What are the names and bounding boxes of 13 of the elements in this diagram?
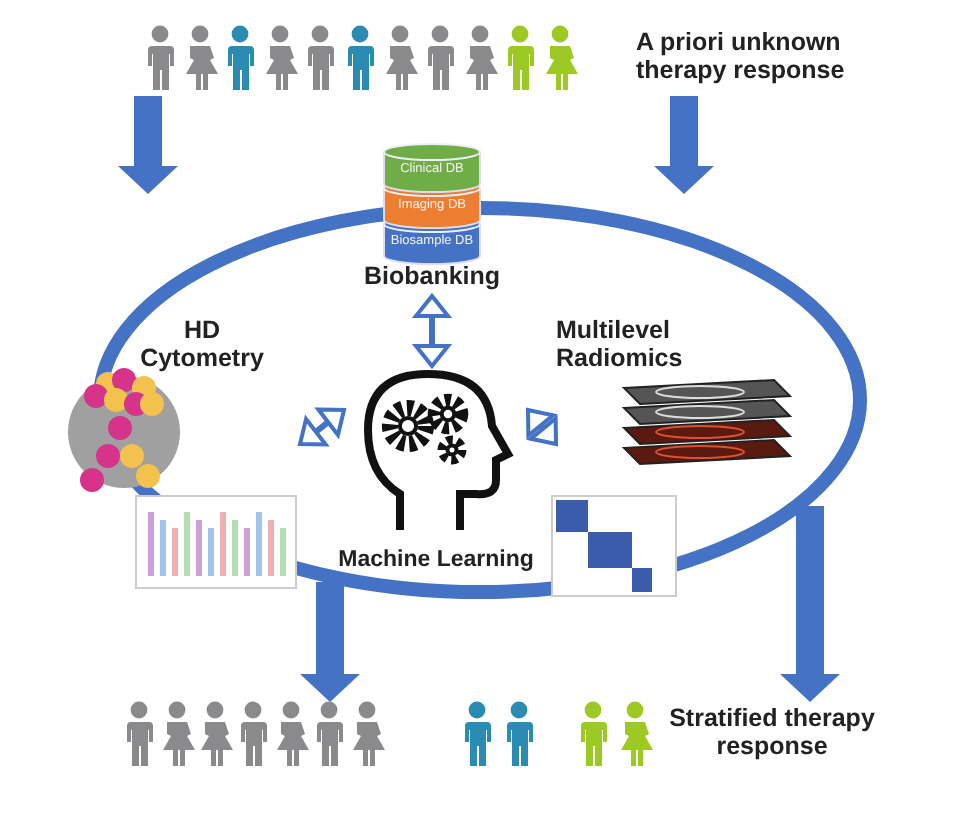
heading: Stratified therapy response [667, 704, 877, 762]
node-label: Biobanking [361, 262, 503, 291]
heading: A priori unknown therapy response [636, 28, 847, 86]
arrow [298, 407, 346, 447]
arrow [414, 294, 450, 368]
arrow [780, 506, 840, 702]
heading: Multilevel Radiomics [556, 316, 685, 374]
arrow [654, 96, 714, 194]
arrow [525, 408, 559, 446]
arrow [300, 582, 360, 702]
heading: HD Cytometry [138, 316, 266, 374]
heading: Machine Learning [336, 548, 536, 575]
arrow [118, 96, 178, 194]
